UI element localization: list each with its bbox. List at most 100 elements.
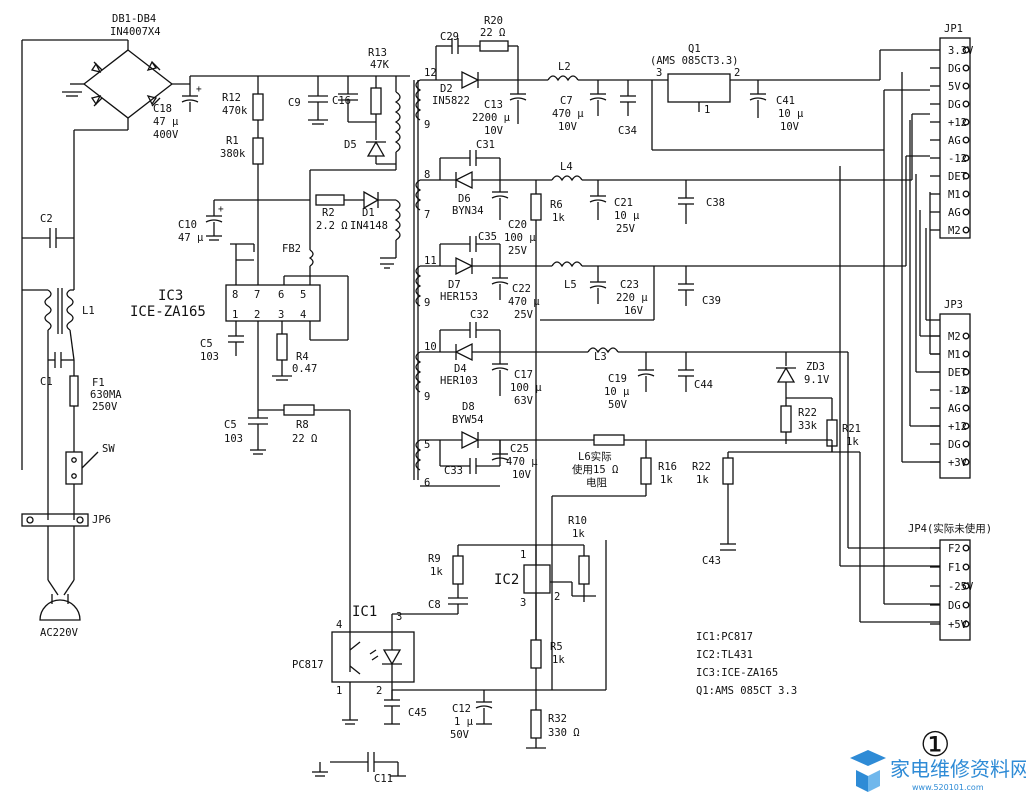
label-c19-v1: 10 μ bbox=[604, 386, 630, 398]
jp3-pin bbox=[962, 350, 970, 358]
jp1-pin bbox=[962, 82, 970, 90]
label-c41: C41 bbox=[776, 95, 795, 107]
ic1-pin-2: 2 bbox=[376, 685, 382, 697]
label-c35: C35 bbox=[478, 231, 497, 243]
label-r22a: R22 bbox=[798, 407, 817, 419]
label-sw: SW bbox=[102, 443, 115, 455]
jp1-pin-label: DG bbox=[948, 99, 961, 111]
t-pin-8: 8 bbox=[424, 169, 430, 181]
label-ic1: IC1 bbox=[352, 604, 377, 620]
label-d1-v: IN4148 bbox=[350, 220, 388, 232]
label-c17-v1: 100 μ bbox=[510, 382, 542, 394]
label-db-part: IN4007X4 bbox=[110, 26, 161, 38]
label-d8: D8 bbox=[462, 401, 475, 413]
label-l5: L5 bbox=[564, 279, 577, 291]
label-c10-v: 47 μ bbox=[178, 232, 204, 244]
label-d5: D5 bbox=[344, 139, 357, 151]
label-c7: C7 bbox=[560, 95, 573, 107]
label-c20-v1: 100 μ bbox=[504, 232, 536, 244]
ic3-pin-7: 7 bbox=[254, 289, 260, 301]
jp3-pin-label: DG bbox=[948, 439, 961, 451]
jp1-pin bbox=[962, 154, 970, 162]
label-d6-v: BYN34 bbox=[452, 205, 484, 217]
ic2-pin-1: 1 bbox=[520, 549, 526, 561]
t-pin-11: 11 bbox=[424, 255, 437, 267]
label-c41-v2: 10V bbox=[780, 121, 800, 133]
jp4-pin-label: DG bbox=[948, 600, 961, 612]
label-fb2: FB2 bbox=[282, 243, 301, 255]
label-r13: R13 bbox=[368, 47, 387, 59]
jp1-pin bbox=[962, 100, 970, 108]
label-d6: D6 bbox=[458, 193, 471, 205]
jp1-pin bbox=[962, 226, 970, 234]
legend-ic3: IC3:ICE-ZA165 bbox=[696, 667, 778, 679]
transformer-secondary bbox=[413, 79, 422, 480]
connector-wiring bbox=[839, 72, 940, 605]
q1-pin-2: 2 bbox=[734, 67, 740, 79]
label-r20-v: 22 Ω bbox=[480, 27, 505, 39]
q1-pin-1: 1 bbox=[704, 104, 710, 116]
watermark-logo bbox=[850, 750, 886, 792]
jp1-pin bbox=[962, 46, 970, 54]
jp3-pin-label: AG bbox=[948, 403, 961, 415]
label-d2-v: IN5822 bbox=[432, 95, 470, 107]
jp1-pin bbox=[962, 64, 970, 72]
label-f1-v1: 630MA bbox=[90, 389, 122, 401]
jp3-pin bbox=[962, 404, 970, 412]
label-r5-v: 1k bbox=[552, 654, 565, 666]
ic3-pin-4: 4 bbox=[300, 309, 306, 321]
jp1-pin bbox=[962, 208, 970, 216]
label-d1: D1 bbox=[362, 207, 375, 219]
jp1-pin-label: 3.3V bbox=[948, 45, 974, 57]
label-l1: L1 bbox=[82, 305, 95, 317]
label-c16: C16 bbox=[332, 95, 351, 107]
label-r22a-v: 33k bbox=[798, 420, 818, 432]
label-c34: C34 bbox=[618, 125, 637, 137]
label-db: DB1-DB4 bbox=[112, 13, 156, 25]
legend-ic1: IC1:PC817 bbox=[696, 631, 753, 643]
jp4-connector bbox=[939, 539, 971, 641]
label-c21-v1: 10 μ bbox=[614, 210, 640, 222]
ic3-pin-5: 5 bbox=[300, 289, 306, 301]
ic3-pin-8: 8 bbox=[232, 289, 238, 301]
label-r5: R5 bbox=[550, 641, 563, 653]
q1-pin-3: 3 bbox=[656, 67, 662, 79]
label-c8: C8 bbox=[428, 599, 441, 611]
label-l3: L3 bbox=[594, 351, 607, 363]
jp3-pin bbox=[962, 368, 970, 376]
label-c25-v1: 470 μ bbox=[506, 456, 538, 468]
ic1-pin-1: 1 bbox=[336, 685, 342, 697]
jp4-pin bbox=[962, 582, 970, 590]
label-c7-v2: 10V bbox=[558, 121, 578, 133]
jp1-pin-label: -12 bbox=[948, 153, 967, 165]
label-c22-v2: 25V bbox=[514, 309, 534, 321]
label-r1-v: 380k bbox=[220, 148, 246, 160]
label-c13: C13 bbox=[484, 99, 503, 111]
t-pin-6: 6 bbox=[424, 477, 430, 489]
label-c31: C31 bbox=[476, 139, 495, 151]
jp4-pin bbox=[962, 563, 970, 571]
output-plus12 bbox=[420, 113, 930, 640]
label-ac: AC220V bbox=[40, 627, 79, 639]
ic3-pin-2: 2 bbox=[254, 309, 260, 321]
ic3-pin-6: 6 bbox=[278, 289, 284, 301]
jp1-pin bbox=[962, 118, 970, 126]
ic3-pin-3: 3 bbox=[278, 309, 284, 321]
figure-number: ① bbox=[920, 725, 950, 765]
label-c32: C32 bbox=[470, 309, 489, 321]
auxiliary-winding: + bbox=[205, 190, 401, 285]
t-pin-10: 10 bbox=[424, 341, 437, 353]
label-r13-v: 47K bbox=[370, 59, 390, 71]
label-c29: C29 bbox=[440, 31, 459, 43]
label-r12-v: 470k bbox=[222, 105, 248, 117]
legend-q1: Q1:AMS 085CT 3.3 bbox=[696, 685, 797, 697]
jp4-pin-label: +5V bbox=[948, 619, 968, 631]
label-r4: R4 bbox=[296, 351, 309, 363]
label-ic3: IC3 bbox=[158, 288, 183, 304]
label-l6-1: L6实际 bbox=[578, 450, 612, 463]
label-r22b: R22 bbox=[692, 461, 711, 473]
label-c18-v1: 47 μ bbox=[153, 116, 179, 128]
